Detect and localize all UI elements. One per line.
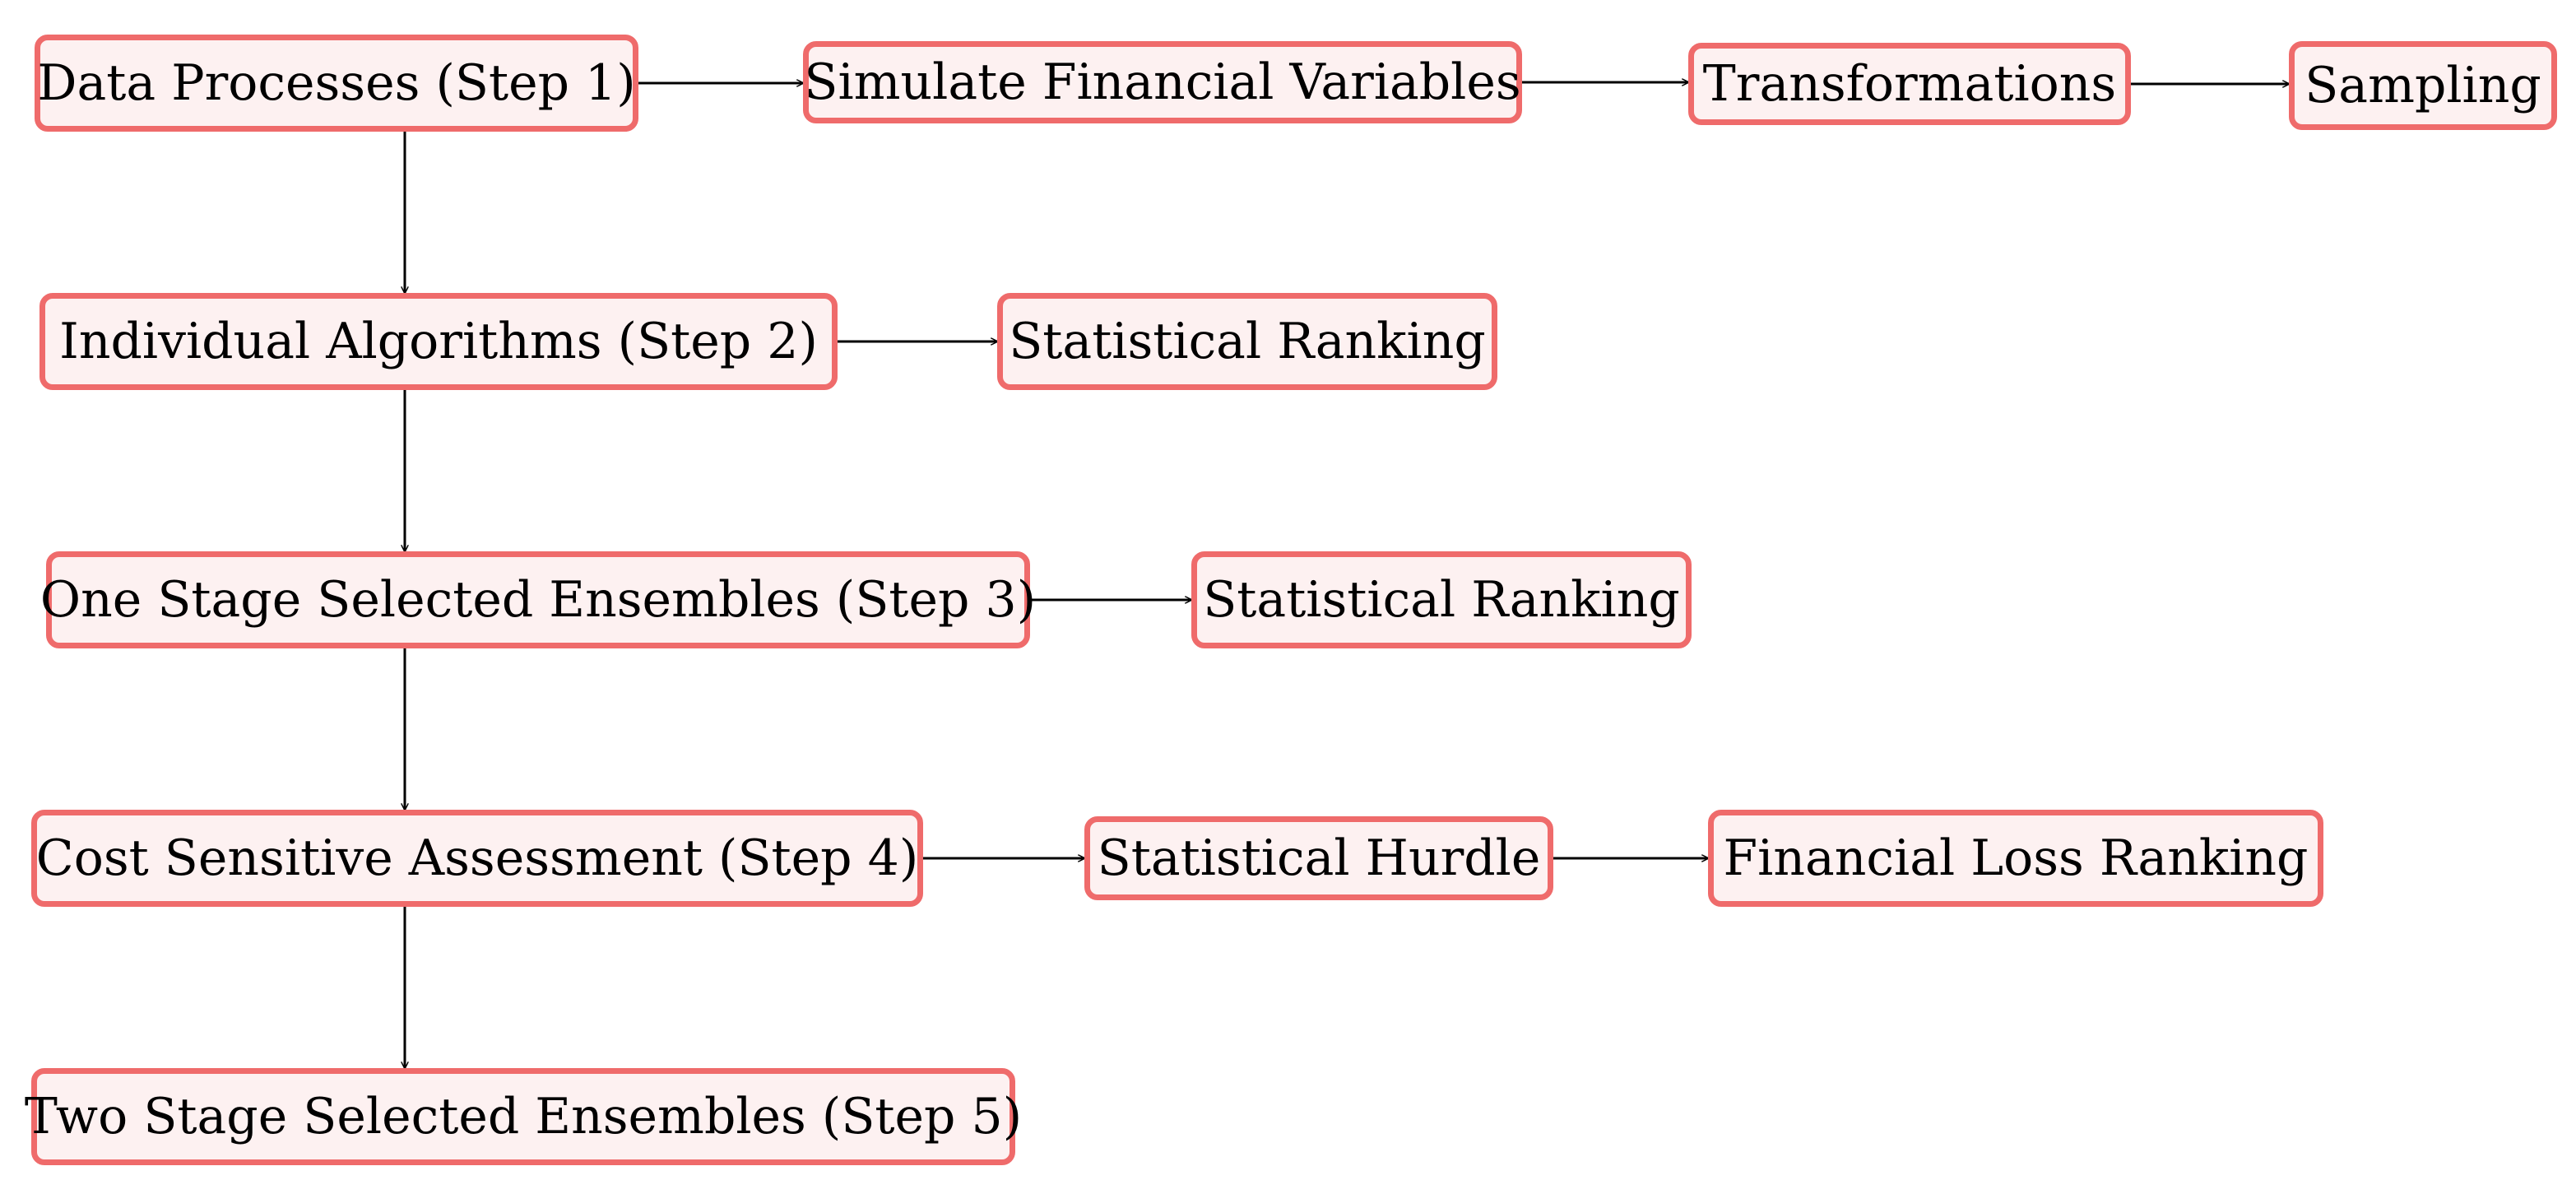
node-transformations: Transformations — [1688, 43, 2131, 125]
node-statistical-ranking-step2: Statistical Ranking — [997, 293, 1497, 390]
node-individual-algorithms-step2: Individual Algorithms (Step 2) — [39, 293, 838, 390]
node-simulate-financial-variables: Simulate Financial Variables — [803, 41, 1522, 123]
node-cost-sensitive-assessment-step4: Cost Sensitive Assessment (Step 4) — [31, 810, 923, 907]
node-statistical-ranking-step3: Statistical Ranking — [1191, 551, 1692, 648]
node-sampling: Sampling — [2289, 41, 2557, 130]
node-statistical-hurdle: Statistical Hurdle — [1084, 816, 1553, 900]
node-one-stage-selected-ensembles-step3: One Stage Selected Ensembles (Step 3) — [40, 551, 1036, 648]
node-two-stage-selected-ensembles-step5: Two Stage Selected Ensembles (Step 5) — [25, 1068, 1022, 1165]
node-financial-loss-ranking: Financial Loss Ranking — [1708, 810, 2323, 907]
node-data-processes-step1: Data Processes (Step 1) — [35, 35, 638, 132]
